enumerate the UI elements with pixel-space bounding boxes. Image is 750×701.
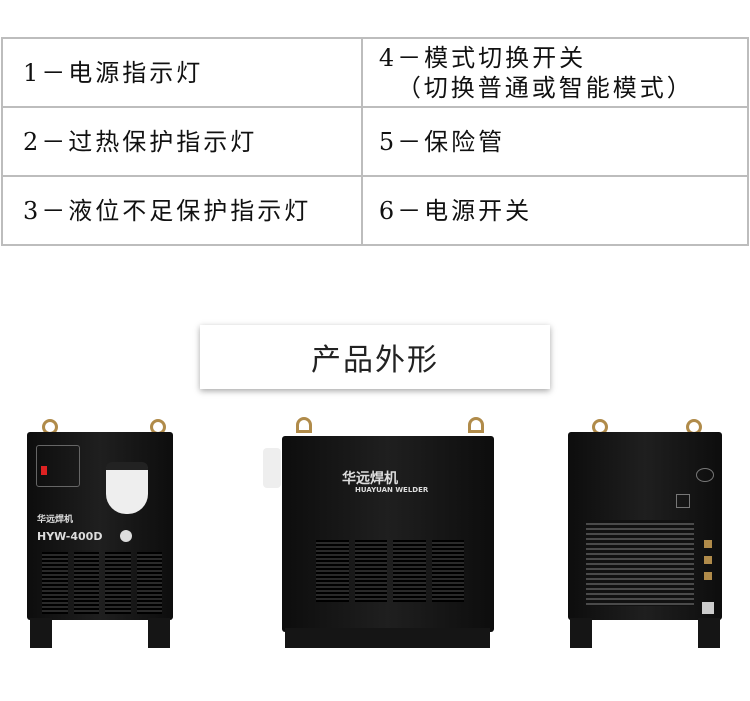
- table-cell: 5－保险管: [360, 106, 750, 177]
- brand-logo: 华远焊机: [37, 515, 74, 525]
- cell-subtext: （切换普通或智能模式）: [396, 73, 694, 102]
- table-cell: 3－液位不足保护指示灯: [1, 175, 363, 246]
- power-switch: [41, 466, 47, 475]
- spec-table: 1－电源指示灯 4－模式切换开关（切换普通或智能模式） 2－过热保护指示灯 5－…: [1, 37, 750, 246]
- tank-window: [106, 462, 148, 514]
- table-cell: 4－模式切换开关（切换普通或智能模式）: [360, 37, 750, 108]
- model-label: HYW-400D: [37, 530, 103, 543]
- cell-text: 4－模式切换开关: [378, 43, 587, 72]
- vent-grille: [42, 552, 162, 614]
- brand-logo-en: HUAYUAN WELDER: [355, 486, 429, 494]
- table-cell: 2－过热保护指示灯: [1, 106, 363, 177]
- section-title: 产品外形: [200, 325, 550, 389]
- water-connectors: [704, 540, 712, 580]
- fill-cap: [120, 530, 132, 542]
- table-row: 1－电源指示灯 4－模式切换开关（切换普通或智能模式）: [1, 37, 750, 108]
- table-cell: 6－电源开关: [360, 175, 750, 246]
- brand-logo: 华远焊机: [342, 471, 398, 487]
- vent-grille: [316, 540, 464, 602]
- power-inlet: [702, 602, 714, 614]
- control-panel: [36, 445, 80, 487]
- fuse-holder: [696, 468, 714, 482]
- radiator-grille: [586, 520, 694, 606]
- table-row: 2－过热保护指示灯 5－保险管: [1, 106, 750, 177]
- table-row: 3－液位不足保护指示灯 6－电源开关: [1, 175, 750, 246]
- table-cell: 1－电源指示灯: [1, 37, 363, 108]
